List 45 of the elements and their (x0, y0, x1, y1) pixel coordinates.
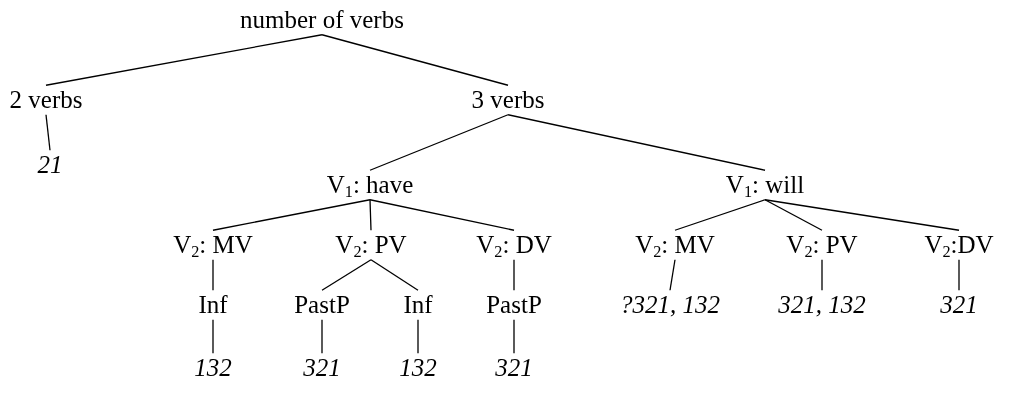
tree-branch-line (369, 199, 372, 231)
tree-node-label: V$_{1}$: will (723, 171, 807, 199)
tree-node-label: Inf (196, 291, 230, 319)
tree-branch-line (764, 199, 960, 231)
tree-node-label: 3 verbs (469, 86, 547, 114)
tree-node-label: 132 (192, 354, 234, 382)
tree-branch-line (212, 259, 214, 291)
tree-branch-line (45, 34, 323, 86)
tree-branch-line (674, 199, 766, 231)
tree-branch-line (321, 34, 509, 86)
tree-node-label: V$_{2}$: MV (171, 231, 255, 259)
tree-branch-line (507, 114, 766, 171)
tree-node-label: PastP (292, 291, 352, 319)
tree-node-label: 321 (938, 291, 980, 319)
tree-branch-line (369, 114, 509, 171)
tree-node-label: 21 (35, 151, 65, 179)
tree-node-label: V$_{2}$: PV (333, 231, 409, 259)
tree-branch-line (764, 199, 823, 231)
tree-branch-line (958, 259, 960, 291)
tree-branch-line (370, 259, 419, 291)
tree-node-label: PastP (484, 291, 544, 319)
tree-node-label: 321 (301, 354, 343, 382)
tree-node-label: 132 (397, 354, 439, 382)
tree-node-label: V$_{2}$: PV (784, 231, 860, 259)
tree-node-label: V$_{2}$:DV (922, 231, 996, 259)
tree-branch-line (821, 259, 823, 291)
tree-branch-line (212, 319, 214, 354)
tree-branch-line (321, 319, 323, 354)
tree-node-label: 2 verbs (7, 86, 85, 114)
tree-branch-line (417, 319, 419, 354)
tree-branch-line (513, 319, 515, 354)
tree-branch-line (45, 114, 51, 151)
tree-branch-line (669, 259, 676, 291)
tree-node-label: V$_{2}$: DV (474, 231, 554, 259)
tree-branch-line (212, 199, 371, 231)
tree-node-label: 321 (493, 354, 535, 382)
tree-node-label: Inf (401, 291, 435, 319)
tree-branch-line (321, 259, 372, 291)
tree-branch-line (369, 199, 515, 231)
tree-node-label: 321, 132 (776, 291, 868, 319)
tree-node-label: number of verbs (238, 6, 406, 34)
tree-node-label: V$_{2}$: MV (633, 231, 717, 259)
tree-branch-line (513, 259, 515, 291)
tree-node-label: ?321, 132 (618, 291, 722, 319)
tree-node-label: V$_{1}$: have (324, 171, 416, 199)
